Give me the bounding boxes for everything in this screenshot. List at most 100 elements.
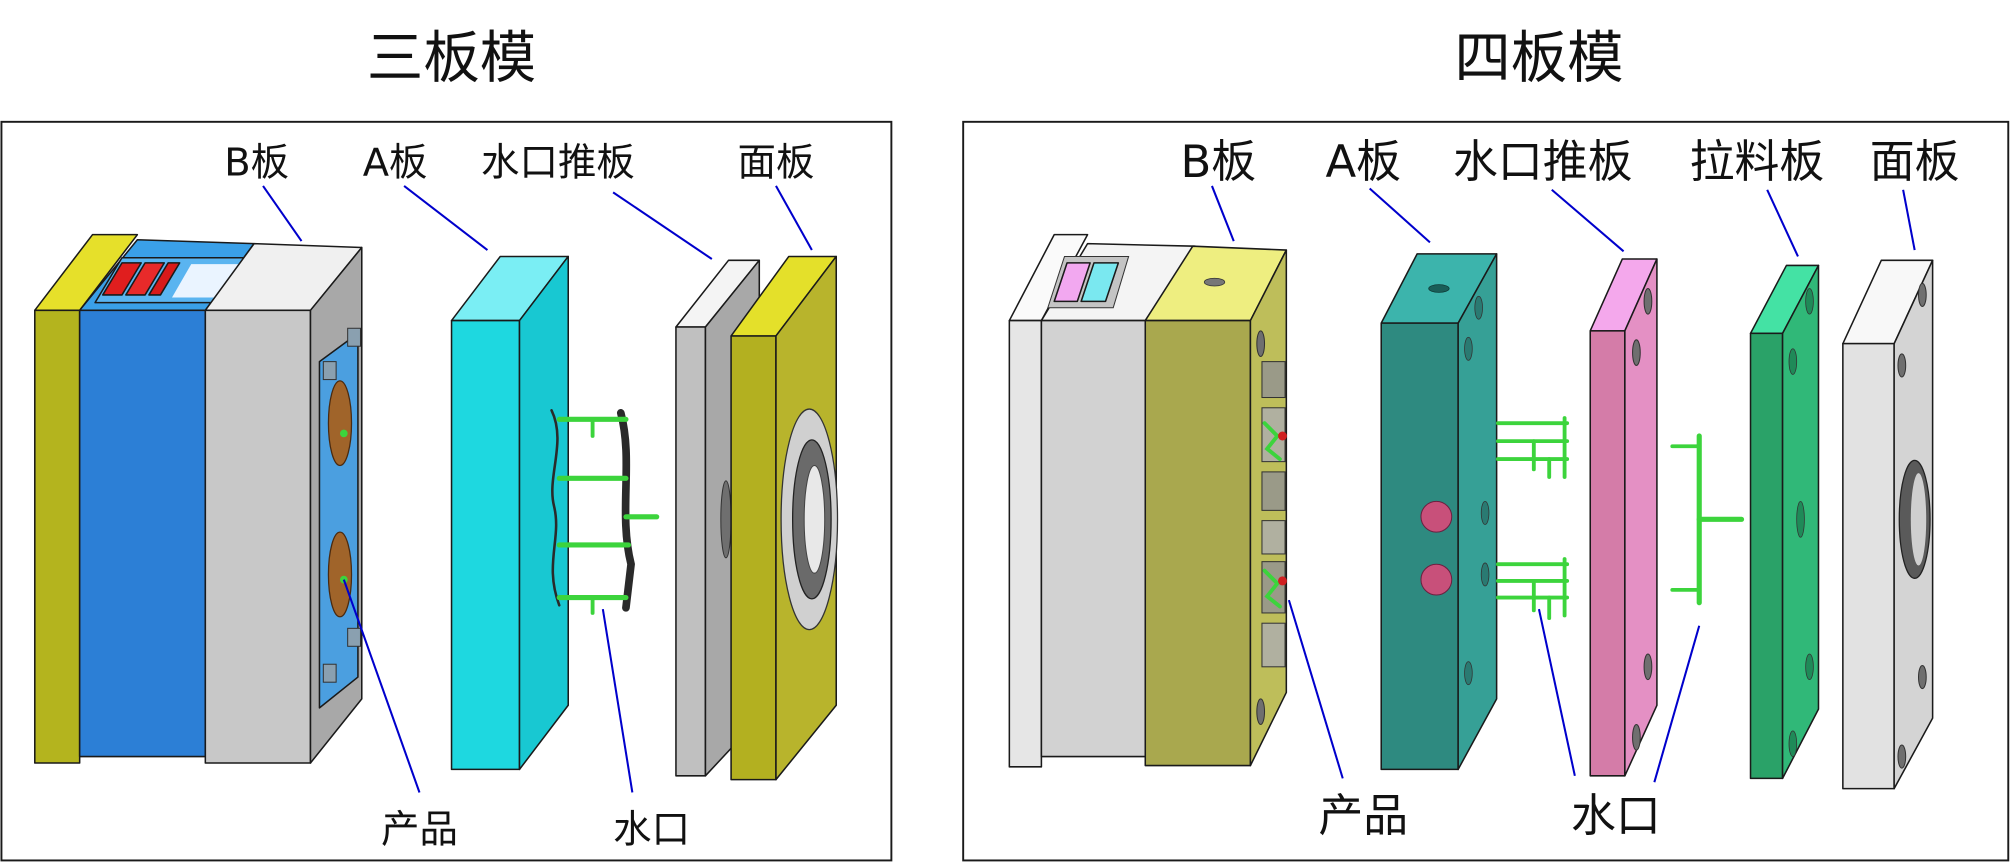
a-plate-hole-5 <box>1480 562 1490 587</box>
leader-product <box>1287 599 1344 779</box>
label-top-clamp-plate: 面板 <box>1870 135 1960 188</box>
label-b-plate: B板 <box>224 141 289 186</box>
guide-block-4 <box>322 663 337 683</box>
a-plate-pink-circle-1 <box>1420 500 1453 533</box>
product-part-1 <box>327 380 353 467</box>
leader-runner-stripper-plate <box>1551 189 1625 253</box>
puller-plate-hole-2 <box>1788 348 1798 375</box>
four-plate-runner-stripper-plate <box>1589 258 1658 777</box>
support-block-front-face <box>1040 319 1147 758</box>
leader-top-clamp-plate <box>775 185 813 251</box>
b-plate-hole-1 <box>1256 330 1266 357</box>
three-plate-bottom-clamp-plate <box>34 233 139 764</box>
a-plate-side-face <box>518 255 569 771</box>
label-runner: 水口 <box>613 807 690 852</box>
sprue-bushing-hole <box>803 464 826 574</box>
red-insert-1 <box>101 262 142 296</box>
stripper-plate-side-face <box>1624 258 1658 777</box>
puller-plate-hole-1 <box>1805 288 1814 315</box>
stripper-plate-hole-2 <box>1632 339 1641 366</box>
three-plate-mold-title: 三板模 <box>367 26 536 91</box>
product-cavity-column <box>1261 361 1287 668</box>
product-gate-2 <box>339 575 348 584</box>
top-clamp-hole-2 <box>1897 353 1907 378</box>
a-plate-front-face <box>450 319 521 771</box>
leader-top-clamp-plate <box>1902 189 1916 251</box>
product-runner-2 <box>1262 568 1282 609</box>
four-plate-top-clamp-plate <box>1842 259 1934 790</box>
three-plate-a-plate <box>450 255 569 771</box>
b-plate-top-slot <box>1203 277 1226 287</box>
puller-plate-front-face <box>1749 332 1784 780</box>
puller-plate-hole-3 <box>1796 501 1805 538</box>
product-marker-1 <box>1277 431 1287 441</box>
label-a-plate: A板 <box>1325 135 1401 188</box>
b-plate-hole-2 <box>1256 698 1266 726</box>
label-product: 产品 <box>381 807 458 852</box>
three-plate-runner <box>550 409 660 615</box>
label-puller-plate: 拉料板 <box>1690 135 1825 188</box>
label-product: 产品 <box>1318 789 1408 842</box>
leader-runner-2 <box>1653 625 1701 783</box>
top-clamp-hole-1 <box>1917 282 1927 307</box>
leader-puller-plate <box>1766 189 1799 257</box>
top-clamp-front-face <box>730 335 777 781</box>
b-plate-front-face <box>1144 319 1252 767</box>
runner-bar <box>616 409 635 612</box>
leader-runner-1 <box>1537 608 1576 777</box>
four-plate-mold-assembly <box>1008 233 1934 790</box>
leader-product <box>342 579 421 793</box>
four-plate-b-plate <box>1144 245 1288 767</box>
red-insert-3 <box>148 262 181 296</box>
label-runner: 水口 <box>1571 789 1661 842</box>
a-plate-hole-1 <box>1474 295 1483 320</box>
four-plate-support-block <box>1040 242 1197 758</box>
bottom-clamp-front-face <box>34 309 81 764</box>
four-plate-runner-upper <box>1495 416 1570 479</box>
red-insert-2 <box>125 262 166 296</box>
label-a-plate: A板 <box>363 141 428 186</box>
top-clamp-hole-4 <box>1897 744 1907 769</box>
four-plate-a-plate <box>1380 253 1498 771</box>
cavity-block-6 <box>1261 622 1286 668</box>
cavity-block-3 <box>1261 471 1286 511</box>
four-plate-mold-title: 四板模 <box>1454 26 1623 91</box>
cavity-block-1 <box>1261 361 1286 399</box>
three-plate-b-plate <box>204 242 363 764</box>
a-plate-pink-circle-2 <box>1420 563 1453 596</box>
leader-b-plate <box>262 185 303 242</box>
four-plate-sprue <box>1670 433 1745 606</box>
a-plate-side-face <box>1457 253 1498 771</box>
cavity-block-4 <box>1261 520 1286 555</box>
three-plate-top-clamp-plate <box>730 255 839 781</box>
stripper-plate-hole-3 <box>1643 653 1653 681</box>
a-plate-hole-2 <box>1464 336 1473 361</box>
guide-block-3 <box>347 627 362 647</box>
top-clamp-hole-3 <box>1917 665 1927 690</box>
leader-runner <box>601 608 634 793</box>
leader-b-plate <box>1210 185 1235 242</box>
label-runner-stripper-plate: 水口推板 <box>1453 135 1632 188</box>
runner-outline <box>550 409 561 607</box>
label-top-clamp-plate: 面板 <box>738 141 815 186</box>
a-plate-top-slot <box>1428 284 1450 293</box>
stripper-plate-front-face <box>675 326 707 777</box>
guide-block-2 <box>322 361 337 381</box>
a-plate-hole-3 <box>1464 661 1473 686</box>
bottom-clamp-front-face <box>1008 319 1043 768</box>
four-plate-runner-lower <box>1495 557 1570 621</box>
product-runner-1 <box>1262 421 1282 461</box>
puller-plate-hole-5 <box>1788 730 1798 757</box>
pink-insert <box>1053 262 1091 303</box>
a-plate-hole-4 <box>1480 501 1490 525</box>
puller-plate-hole-4 <box>1805 653 1814 681</box>
leader-a-plate <box>403 185 489 251</box>
label-runner-stripper-plate: 水口推板 <box>481 141 635 186</box>
cyan-insert <box>1080 262 1120 303</box>
stripper-plate-hole <box>720 480 732 559</box>
sprue-bushing-hole-inner <box>1910 473 1927 566</box>
top-clamp-front-face <box>1842 342 1895 790</box>
stripper-plate-hole-1 <box>1643 288 1653 315</box>
three-plate-mold-assembly <box>34 233 839 781</box>
leader-runner-stripper-plate <box>612 191 713 260</box>
